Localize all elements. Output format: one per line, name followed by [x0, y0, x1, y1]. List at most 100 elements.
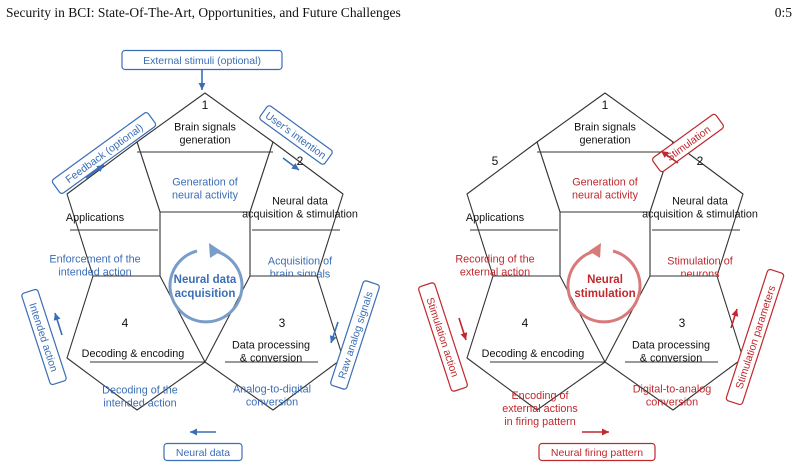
stage-4-title: Decoding & encoding: [82, 348, 185, 360]
stage-1-title-line: Brain signals: [574, 121, 636, 133]
stage-4-description-line: intended action: [103, 397, 176, 409]
stimulation-cycle-ring: [566, 243, 642, 324]
stage-5-number: 5: [492, 154, 499, 168]
stage-4-title-line: Decoding & encoding: [482, 348, 585, 360]
external-stimuli-box: External stimuli (optional): [121, 49, 283, 71]
stage-3-number-line: 3: [279, 316, 286, 330]
stage-3-description-line: Analog-to-digital: [233, 383, 311, 395]
stage-2-number-line: 2: [697, 154, 704, 168]
stage-1-number: 1: [602, 98, 609, 112]
stage-2-title-line: acquisition & stimulation: [242, 208, 358, 220]
stimulation-parameters-box-text: Stimulation parameters: [734, 284, 779, 390]
stage-5-shape: [466, 141, 561, 277]
neural-firing-pattern-box: Neural firing pattern: [538, 442, 656, 462]
stimulation-arrow: [660, 150, 679, 164]
stage-5-title-line: Applications: [466, 212, 525, 224]
stage-1-description-line: Generation of: [572, 176, 638, 188]
stage-3-number: 3: [279, 316, 286, 330]
stage-2-number-line: 2: [297, 154, 304, 168]
stage-4-description-line: Decoding of the: [102, 384, 178, 396]
stage-1-description-line: neural activity: [172, 189, 239, 201]
acquisition-cycle-label-line: Neural data: [174, 274, 237, 286]
stage-1-number: 1: [202, 98, 209, 112]
stage-4-number-line: 4: [122, 316, 129, 330]
stage-2-number: 2: [297, 154, 304, 168]
stage-5-description-line: Recording of the: [455, 253, 534, 265]
stage-4-title-line: Decoding & encoding: [82, 348, 185, 360]
raw-analog-signals-arrow: [329, 321, 339, 344]
external-stimuli-box-text: External stimuli (optional): [143, 55, 261, 67]
stage-4-description-line: in firing pattern: [504, 416, 575, 428]
stage-3-title: Data processing& conversion: [632, 339, 710, 364]
external-stimuli-arrow: [198, 70, 206, 90]
stage-1-title-line: Brain signals: [174, 121, 236, 133]
stage-1-title-line: generation: [179, 134, 230, 146]
stage-4-number-line: 4: [522, 316, 529, 330]
neural-data-box-text: Neural data: [176, 447, 230, 459]
stage-1-number-line: 1: [602, 98, 609, 112]
stage-5-title: Applications: [466, 212, 525, 224]
stage-3-title-line: & conversion: [640, 352, 702, 364]
stage-2-description-line: Acquisition of: [268, 255, 333, 267]
stimulation-cycle-label: Neural stimulation: [574, 274, 635, 300]
stage-3-title-line: Data processing: [232, 339, 310, 351]
stage-4-description-line: external actions: [502, 403, 578, 415]
stage-4-description-line: Encoding of: [511, 390, 569, 402]
stimulation-cycle-label-line: stimulation: [574, 288, 635, 300]
stage-1-description-line: Generation of: [172, 176, 238, 188]
raw-analog-signals-box: Raw analog signals: [330, 280, 380, 390]
page-number: 0:5: [774, 5, 792, 20]
stimulation-parameters-arrow: [730, 308, 739, 329]
intended-action-box: Intended action: [21, 288, 67, 386]
stage-3-description-line: conversion: [646, 396, 698, 408]
stage-2-description-line: Stimulation of: [667, 255, 733, 267]
stimulation-cycle-label-line: Neural: [587, 274, 623, 286]
stage-4-number: 4: [122, 316, 129, 330]
stage-4-title: Decoding & encoding: [482, 348, 585, 360]
stage-3-number: 3: [679, 316, 686, 330]
stage-5-description-line: external action: [460, 266, 530, 278]
stage-2-title-line: Neural data: [672, 195, 728, 207]
stage-2-title-line: Neural data: [272, 195, 328, 207]
stage-4-number: 4: [522, 316, 529, 330]
stage-5-description-line: Enforcement of the: [49, 253, 140, 265]
stimulation-action-arrow: [458, 317, 468, 341]
stage-3-title: Data processing& conversion: [232, 339, 310, 364]
intended-action-arrow: [53, 312, 63, 336]
stage-1-number-line: 1: [202, 98, 209, 112]
stage-3-description-line: Digital-to-analog: [633, 383, 712, 395]
stage-3-number-line: 3: [679, 316, 686, 330]
stage-3-title-line: Data processing: [632, 339, 710, 351]
stage-3-title-line: & conversion: [240, 352, 302, 364]
neural-data-arrow: [190, 428, 216, 436]
feedback-arrow: [85, 164, 105, 179]
stage-5-description-line: intended action: [58, 266, 131, 278]
page-header-title: Security in BCI: State-Of-The-Art, Oppor…: [6, 5, 401, 20]
neural-firing-pattern-arrow: [582, 428, 609, 436]
stage-1-title-line: generation: [579, 134, 630, 146]
stage-1-description-line: neural activity: [572, 189, 639, 201]
stage-2-number: 2: [697, 154, 704, 168]
stage-3-shape: [204, 275, 344, 411]
neural-firing-pattern-box-text: Neural firing pattern: [551, 447, 643, 459]
users-intention-arrow: [282, 157, 300, 171]
stage-3-shape: [604, 275, 744, 411]
neural-data-box: Neural data: [163, 442, 243, 462]
